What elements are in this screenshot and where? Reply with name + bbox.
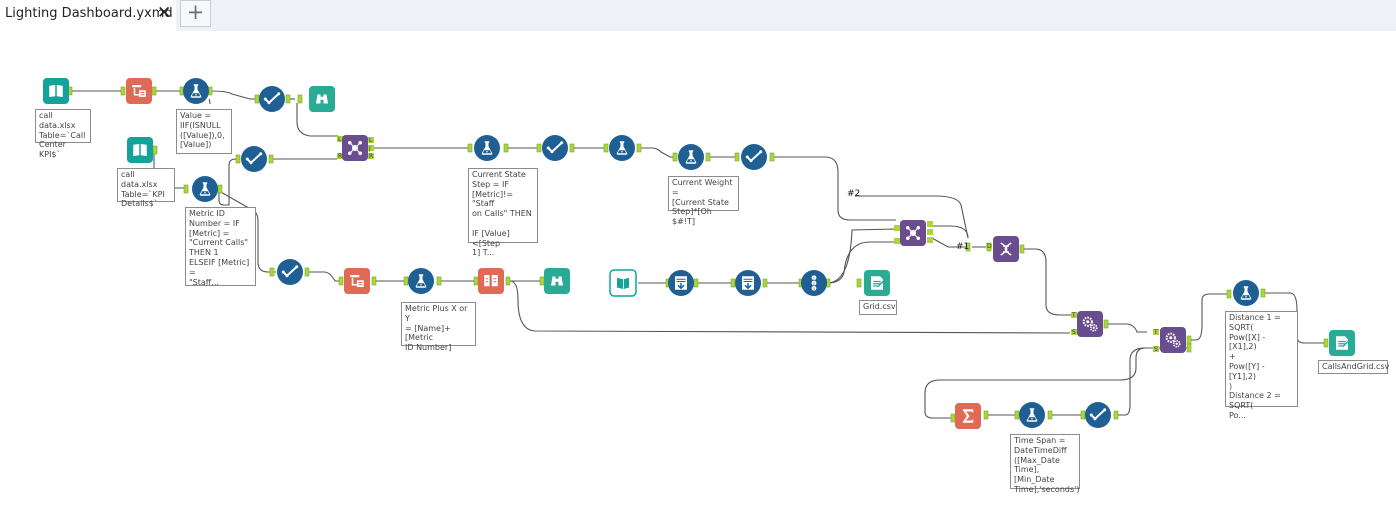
annotation-current-weight-formula: Current Weight = [Current State Step]*[O… bbox=[668, 176, 739, 226]
annotation-callsandgrid-csv: CallsAndGrid.csv bbox=[1318, 360, 1389, 374]
formula-tool-time-span[interactable] bbox=[1019, 402, 1045, 428]
anchor-letter: T bbox=[1071, 312, 1076, 319]
browse-tool-1[interactable] bbox=[309, 86, 335, 112]
formula-tool-current-weight[interactable] bbox=[678, 144, 704, 170]
annotation-value-formula: Value = IIF(ISNULL ([Value]),0, [Value]) bbox=[176, 109, 232, 154]
add-tab-button[interactable]: + bbox=[180, 0, 211, 27]
anchor-letter: S bbox=[1072, 329, 1076, 336]
directory-tool[interactable] bbox=[609, 269, 637, 297]
annotation-time-span-formula: Time Span = DateTimeDiff ([Max_Date Time… bbox=[1010, 434, 1080, 494]
select-tool-4[interactable] bbox=[741, 144, 767, 170]
select-tool-5[interactable] bbox=[277, 259, 303, 285]
annotation-metric-plus-formula: Metric Plus X or Y = [Name]+[Metric ID N… bbox=[401, 302, 476, 352]
select-tool-1[interactable] bbox=[259, 86, 285, 112]
generate-rows-icon bbox=[674, 275, 688, 291]
annotation-distance-formula: Distance 1 = SQRT( Pow([X] - [X1],2) + P… bbox=[1225, 311, 1298, 420]
join-tool-1[interactable] bbox=[342, 135, 368, 161]
select-tool-2[interactable] bbox=[241, 146, 267, 172]
output-callsandgrid-csv-tool[interactable] bbox=[1329, 330, 1355, 356]
connection-lines bbox=[69, 90, 1325, 419]
anchor-letter: L bbox=[338, 136, 342, 143]
formula-tool-distance[interactable] bbox=[1233, 280, 1259, 306]
record-id-icon bbox=[811, 275, 817, 291]
anchor-letter: R bbox=[338, 153, 342, 160]
formula-tool-value[interactable] bbox=[183, 78, 209, 104]
formula-tool-current-state[interactable] bbox=[474, 135, 500, 161]
anchors bbox=[67, 86, 1329, 423]
workflow-tools bbox=[43, 78, 1355, 429]
annotation-kpi-details-input: call data.xlsx Table=`KPI Details$` bbox=[117, 168, 175, 208]
formula-tool-metric-id[interactable] bbox=[192, 176, 218, 202]
connection-label-2: #2 bbox=[847, 189, 861, 199]
csv-icon bbox=[1335, 335, 1349, 351]
text-to-columns-tool[interactable] bbox=[126, 78, 152, 104]
connection-label-1: #1 bbox=[956, 242, 970, 252]
anchor-letter: R bbox=[369, 153, 373, 160]
record-id-tool[interactable] bbox=[801, 270, 827, 296]
anchor-letter: D bbox=[987, 243, 992, 250]
annotation-metric-id-formula: Metric ID Number = IF [Metric] = "Curren… bbox=[185, 207, 256, 287]
append-fields-tool-1[interactable] bbox=[1077, 311, 1103, 337]
directory-icon bbox=[617, 277, 629, 289]
anchor-letter: J bbox=[368, 145, 371, 152]
tab-lighting-dashboard[interactable]: Lighting Dashboard.yxmd ✕ bbox=[0, 0, 176, 33]
crosstab-tool[interactable] bbox=[478, 268, 504, 294]
join-tool-2[interactable] bbox=[900, 220, 926, 246]
anchor-letter: L bbox=[369, 137, 373, 144]
append-fields-tool-2[interactable] bbox=[1160, 327, 1186, 353]
close-icon[interactable]: ✕ bbox=[157, 3, 172, 23]
summarize-tool[interactable] bbox=[955, 403, 981, 429]
select-tool-3[interactable] bbox=[542, 135, 568, 161]
select-tool-6[interactable] bbox=[1085, 402, 1111, 428]
text-to-columns-tool-2[interactable] bbox=[344, 268, 370, 294]
join-anchors: L R L J R T S T S D bbox=[337, 136, 1159, 353]
browse-tool-2[interactable] bbox=[544, 268, 570, 294]
annotation-grid-csv: Grid.csv bbox=[859, 300, 897, 315]
output-grid-csv-tool[interactable] bbox=[864, 270, 890, 296]
tab-label: Lighting Dashboard.yxmd bbox=[5, 6, 173, 21]
anchor-letter: S bbox=[1154, 346, 1158, 353]
generate-rows-tool-1[interactable] bbox=[668, 270, 694, 296]
generate-rows-icon bbox=[741, 275, 755, 291]
formula-tool-2[interactable] bbox=[609, 135, 635, 161]
annotation-call-center-input: call data.xlsx Table=`Call Center KPI$` bbox=[35, 109, 91, 159]
tab-bar: Lighting Dashboard.yxmd ✕ + bbox=[0, 0, 1396, 33]
anchor-letter: T bbox=[1153, 329, 1158, 336]
csv-icon bbox=[870, 275, 884, 291]
input-data-kpi-details-tool[interactable] bbox=[127, 137, 153, 163]
formula-tool-metric-plus[interactable] bbox=[408, 268, 434, 294]
generate-rows-tool-2[interactable] bbox=[735, 270, 761, 296]
transpose-tool[interactable] bbox=[993, 236, 1019, 262]
input-data-call-center-tool[interactable] bbox=[43, 78, 69, 104]
annotation-current-state-formula: Current State Step = IF [Metric]!= "Staf… bbox=[468, 168, 538, 257]
